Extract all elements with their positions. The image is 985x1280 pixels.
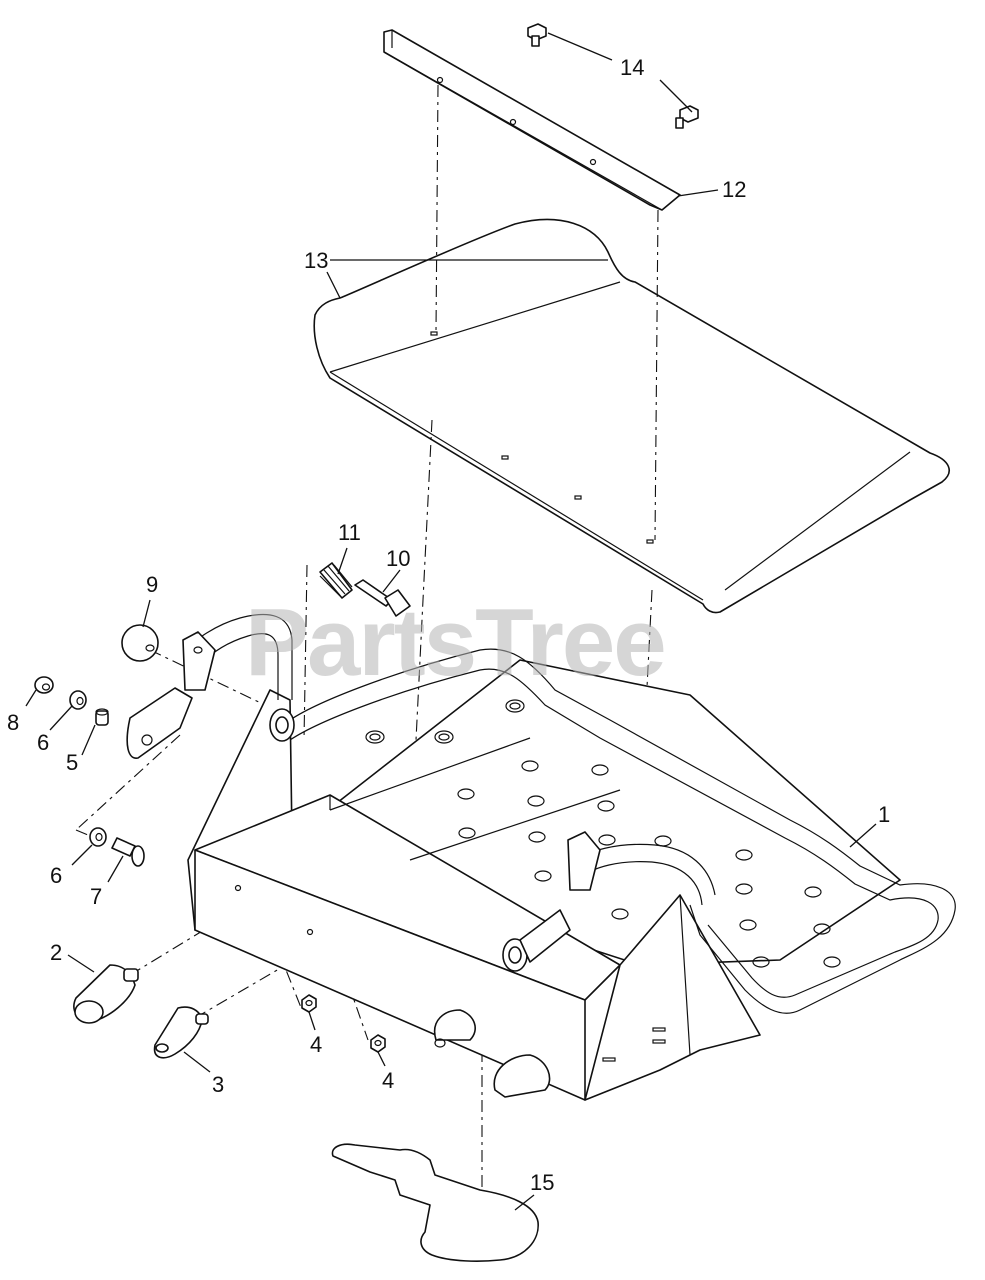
hex-nut-part[interactable] — [301, 994, 317, 1013]
callout-4: 4 — [310, 1032, 322, 1057]
leader-lines — [25, 32, 877, 1211]
callout-5: 5 — [66, 750, 78, 775]
callout-6: 6 — [37, 730, 49, 755]
callout-6: 6 — [50, 863, 62, 888]
callout-10: 10 — [386, 546, 410, 571]
spacer-part[interactable] — [95, 708, 109, 726]
bumper-part[interactable] — [73, 964, 139, 1024]
clevis-pin-part[interactable] — [111, 837, 145, 867]
floor-holes — [365, 699, 841, 968]
bumper-mounted-part[interactable] — [433, 1009, 476, 1048]
callout-4: 4 — [382, 1068, 394, 1093]
callout-1: 1 — [878, 802, 890, 827]
bolt-part[interactable] — [527, 23, 547, 47]
decal-part[interactable] — [331, 1143, 539, 1262]
callout-2: 2 — [50, 940, 62, 965]
callout-7: 7 — [90, 884, 102, 909]
lock-nut-part[interactable] — [34, 676, 54, 694]
detent-pin-part[interactable] — [354, 579, 411, 617]
callout-12: 12 — [722, 177, 746, 202]
bolt-part[interactable] — [675, 105, 699, 129]
callout-15: 15 — [530, 1170, 554, 1195]
bumper-part[interactable] — [153, 1006, 209, 1059]
callout-14: 14 — [620, 55, 644, 80]
bumper-mounted-part[interactable] — [493, 1054, 551, 1098]
callout-labels: 1 2 3 4 4 5 6 6 7 8 9 10 11 12 13 14 15 — [7, 55, 890, 1195]
watermark: PartsTree — [245, 589, 665, 696]
hex-nut-part[interactable] — [370, 1034, 386, 1053]
callout-3: 3 — [212, 1072, 224, 1097]
knob-part[interactable] — [121, 624, 159, 662]
washer-part[interactable] — [89, 827, 107, 847]
washer-part[interactable] — [69, 690, 87, 710]
latch-bracket-part[interactable] — [126, 687, 193, 759]
floor-plate-part[interactable] — [313, 218, 950, 614]
frame-weldment-part[interactable] — [182, 613, 956, 1101]
callout-8: 8 — [7, 710, 19, 735]
angle-strip-part[interactable] — [383, 29, 681, 211]
callout-11: 11 — [338, 520, 361, 545]
callout-13: 13 — [304, 248, 328, 273]
spring-part[interactable] — [319, 562, 353, 599]
callout-9: 9 — [146, 572, 158, 597]
